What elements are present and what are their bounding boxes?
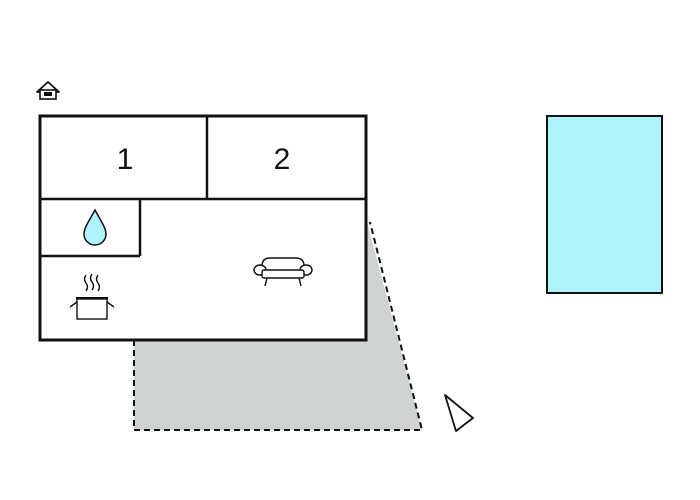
sofa-icon: [253, 257, 313, 287]
terrace-dashed-outline: [133, 221, 424, 431]
water-drop-icon: [83, 208, 107, 246]
cooking-pot-icon: [69, 273, 115, 320]
swimming-pool: [546, 115, 663, 294]
terrace-area: [134, 222, 422, 430]
north-arrow-icon: [444, 394, 474, 432]
house-icon: [36, 81, 60, 100]
bedroom-2-label: 2: [274, 143, 291, 176]
bedroom-1-label: 1: [117, 143, 134, 176]
